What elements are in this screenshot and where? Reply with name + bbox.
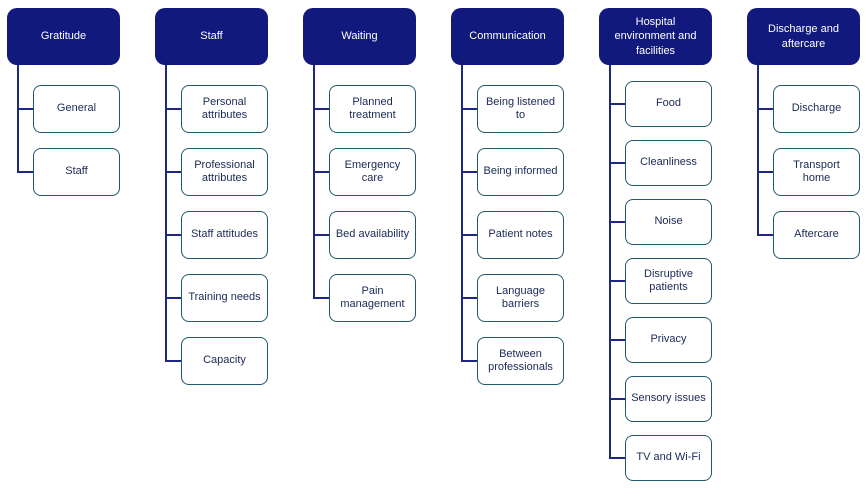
theme-box-personal-attributes: Personal attributes — [181, 85, 268, 133]
child-row: Being informed — [461, 133, 564, 196]
theme-box-being-listened-to: Being listened to — [477, 85, 564, 133]
theme-box-disruptive-patients: Disruptive patients — [625, 258, 712, 304]
theme-box-bed-availability: Bed availability — [329, 211, 416, 259]
child-row: Aftercare — [757, 196, 860, 259]
theme-box-training-needs: Training needs — [181, 274, 268, 322]
column-hospital-environment: Hospital environment and facilities Food… — [599, 8, 712, 481]
child-row: Pain management — [313, 259, 416, 322]
child-row: Professional attributes — [165, 133, 268, 196]
theme-box-capacity: Capacity — [181, 337, 268, 385]
child-row: Language barriers — [461, 259, 564, 322]
child-row: Staff attitudes — [165, 196, 268, 259]
theme-box-cleanliness: Cleanliness — [625, 140, 712, 186]
theme-box-being-informed: Being informed — [477, 148, 564, 196]
theme-box-privacy: Privacy — [625, 317, 712, 363]
column-gratitude: Gratitude General Staff — [7, 8, 120, 481]
child-row: Being listened to — [461, 65, 564, 133]
column-communication: Communication Being listened to Being in… — [451, 8, 564, 481]
theme-box-sensory-issues: Sensory issues — [625, 376, 712, 422]
children-hospital-environment: Food Cleanliness Noise Disruptive patien… — [599, 65, 712, 481]
child-row: Discharge — [757, 65, 860, 133]
theme-box-patient-notes: Patient notes — [477, 211, 564, 259]
theme-box-noise: Noise — [625, 199, 712, 245]
theme-box-discharge: Discharge — [773, 85, 860, 133]
column-waiting: Waiting Planned treatment Emergency care… — [303, 8, 416, 481]
child-row: Food — [609, 65, 712, 127]
child-row: Staff — [17, 133, 120, 196]
children-discharge-aftercare: Discharge Transport home Aftercare — [747, 65, 860, 259]
child-row: Capacity — [165, 322, 268, 385]
child-row: Sensory issues — [609, 363, 712, 422]
child-row: Between professionals — [461, 322, 564, 385]
header-discharge-aftercare: Discharge and aftercare — [747, 8, 860, 65]
column-discharge-aftercare: Discharge and aftercare Discharge Transp… — [747, 8, 860, 481]
child-row: Emergency care — [313, 133, 416, 196]
child-row: Noise — [609, 186, 712, 245]
theme-box-food: Food — [625, 81, 712, 127]
theme-box-gratitude-staff: Staff — [33, 148, 120, 196]
theme-box-professional-attributes: Professional attributes — [181, 148, 268, 196]
children-communication: Being listened to Being informed Patient… — [451, 65, 564, 385]
child-row: Bed availability — [313, 196, 416, 259]
header-staff: Staff — [155, 8, 268, 65]
child-row: Personal attributes — [165, 65, 268, 133]
children-waiting: Planned treatment Emergency care Bed ava… — [303, 65, 416, 322]
column-staff: Staff Personal attributes Professional a… — [155, 8, 268, 481]
theme-box-tv-and-wifi: TV and Wi-Fi — [625, 435, 712, 481]
child-row: General — [17, 65, 120, 133]
theme-box-staff-attitudes: Staff attitudes — [181, 211, 268, 259]
theme-box-emergency-care: Emergency care — [329, 148, 416, 196]
theme-box-language-barriers: Language barriers — [477, 274, 564, 322]
theme-box-between-professionals: Between professionals — [477, 337, 564, 385]
theme-box-general: General — [33, 85, 120, 133]
thematic-map-diagram: Gratitude General Staff Staff Personal a… — [7, 8, 860, 481]
theme-box-pain-management: Pain management — [329, 274, 416, 322]
child-row: Privacy — [609, 304, 712, 363]
child-row: Planned treatment — [313, 65, 416, 133]
header-communication: Communication — [451, 8, 564, 65]
children-staff: Personal attributes Professional attribu… — [155, 65, 268, 385]
child-row: Training needs — [165, 259, 268, 322]
header-hospital-environment: Hospital environment and facilities — [599, 8, 712, 65]
theme-box-aftercare: Aftercare — [773, 211, 860, 259]
theme-box-planned-treatment: Planned treatment — [329, 85, 416, 133]
child-row: Transport home — [757, 133, 860, 196]
children-gratitude: General Staff — [7, 65, 120, 196]
child-row: TV and Wi-Fi — [609, 422, 712, 481]
theme-box-transport-home: Transport home — [773, 148, 860, 196]
child-row: Cleanliness — [609, 127, 712, 186]
header-gratitude: Gratitude — [7, 8, 120, 65]
header-waiting: Waiting — [303, 8, 416, 65]
child-row: Disruptive patients — [609, 245, 712, 304]
child-row: Patient notes — [461, 196, 564, 259]
